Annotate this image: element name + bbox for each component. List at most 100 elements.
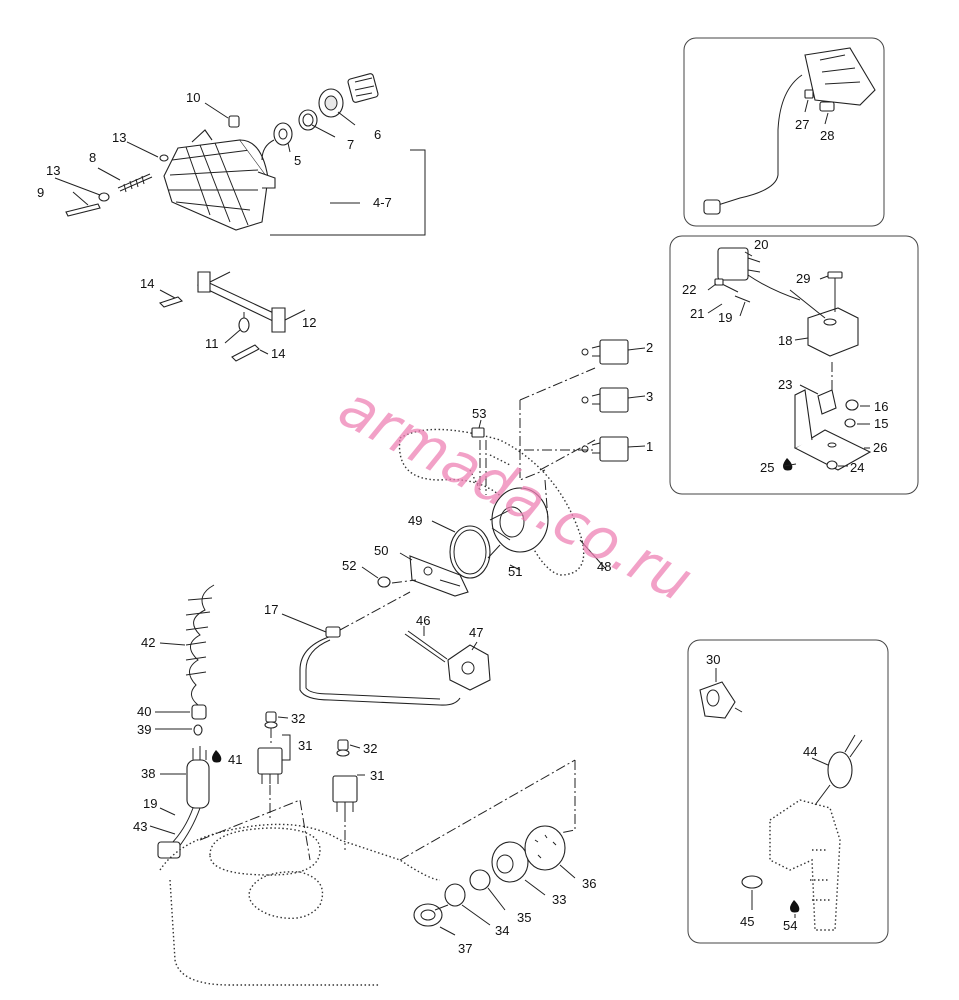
hub-48 — [489, 487, 549, 553]
callout-19-inset: 19 — [718, 310, 732, 325]
callout-29: 29 — [796, 271, 810, 286]
coil-cable-42 — [189, 584, 215, 706]
plug-40 — [191, 704, 207, 720]
callout-35: 35 — [517, 910, 531, 925]
callout-3: 3 — [646, 389, 653, 404]
clip-22 — [714, 278, 724, 286]
callout-10: 10 — [186, 90, 200, 105]
tray-ring — [248, 871, 324, 919]
callout-6: 6 — [374, 127, 381, 142]
callout-49: 49 — [408, 513, 422, 528]
callout-15: 15 — [874, 416, 888, 431]
bulb-socket-5 — [261, 122, 293, 161]
block-47 — [447, 644, 491, 691]
knob-37 — [413, 903, 449, 927]
pin-14-lower — [231, 344, 260, 362]
connector-1 — [581, 436, 629, 462]
callout-23: 23 — [778, 377, 792, 392]
bracket-50 — [409, 555, 469, 597]
callout-39: 39 — [137, 722, 151, 737]
callout-16: 16 — [874, 399, 888, 414]
leader-lines-bottom — [439, 864, 576, 936]
callout-33: 33 — [552, 892, 566, 907]
cap-39 — [193, 724, 203, 736]
dash-lines-inset-mid — [831, 302, 836, 390]
drop-41 — [212, 750, 222, 763]
callout-5: 5 — [294, 153, 301, 168]
callout-8: 8 — [89, 150, 96, 165]
dash-lines-switches — [269, 728, 346, 850]
bolt-29 — [827, 271, 843, 302]
nut-16 — [845, 399, 859, 411]
callout-42: 42 — [141, 635, 155, 650]
bulb-11 — [238, 312, 250, 333]
pin-14-upper — [158, 296, 184, 308]
callout-2: 2 — [646, 340, 653, 355]
clamp-23 — [817, 389, 837, 415]
switch-33 — [491, 841, 529, 883]
callout-12: 12 — [302, 315, 316, 330]
switch-31-right — [332, 775, 358, 812]
callout-27: 27 — [795, 117, 809, 132]
connector-3 — [581, 387, 629, 413]
tray-inner-loop — [209, 827, 321, 876]
block-18 — [789, 289, 859, 357]
callout-40: 40 — [137, 704, 151, 719]
callout-20: 20 — [754, 237, 768, 252]
callout-28: 28 — [820, 128, 834, 143]
callout-50: 50 — [374, 543, 388, 558]
connector-2 — [581, 339, 629, 365]
plate-bracket-26 — [793, 389, 872, 471]
washer-15 — [844, 418, 856, 428]
inset-27-28-parts — [703, 47, 876, 215]
cap-6 — [318, 88, 344, 118]
callout-24: 24 — [850, 460, 864, 475]
sensor-38 — [186, 746, 210, 809]
callout-45: 45 — [740, 914, 754, 929]
relay-20 — [717, 247, 801, 301]
callout-17: 17 — [264, 602, 278, 617]
sensor-30 — [699, 681, 743, 719]
sensor-44 — [814, 734, 863, 806]
dash-lines-central — [391, 367, 596, 584]
callout-32-left: 32 — [291, 711, 305, 726]
callout-38: 38 — [141, 766, 155, 781]
callout-31-left: 31 — [298, 738, 312, 753]
leader-lines-inset-bottom — [715, 668, 829, 918]
connector-top — [347, 73, 379, 103]
nut-24 — [826, 460, 838, 470]
callout-26: 26 — [873, 440, 887, 455]
callout-46: 46 — [416, 613, 430, 628]
headlamp-assembly — [163, 129, 276, 231]
callout-37: 37 — [458, 941, 472, 956]
gasket-49 — [449, 525, 491, 579]
connector-43 — [157, 841, 181, 859]
callout-43: 43 — [133, 819, 147, 834]
switch-31-left — [257, 747, 283, 784]
leader-lines-switches — [277, 716, 365, 776]
callout-7: 7 — [347, 137, 354, 152]
callout-4-7: 4-7 — [373, 195, 392, 210]
cable-end-17 — [325, 626, 341, 638]
leader-lines-headlamp — [54, 102, 426, 236]
callout-52: 52 — [342, 558, 356, 573]
callout-9: 9 — [37, 185, 44, 200]
washer-52 — [377, 576, 391, 588]
cable-17-inner — [305, 639, 441, 700]
callout-19-harness: 19 — [143, 796, 157, 811]
inset-frame-middle-right — [669, 235, 919, 495]
callout-30: 30 — [706, 652, 720, 667]
coil-cable-42-rings — [185, 597, 213, 676]
nut-35 — [469, 869, 491, 891]
callout-51: 51 — [508, 564, 522, 579]
callout-11: 11 — [205, 336, 219, 351]
leader-lines-inset-mid — [707, 251, 870, 467]
ring-45 — [741, 875, 763, 889]
leader-lines-bracket — [159, 289, 269, 355]
wire-relay-19-21 — [721, 283, 751, 303]
dash-line-cable — [339, 591, 411, 631]
callout-14-lower: 14 — [271, 346, 285, 361]
callout-47: 47 — [469, 625, 483, 640]
leader-lines-cable — [281, 613, 478, 651]
